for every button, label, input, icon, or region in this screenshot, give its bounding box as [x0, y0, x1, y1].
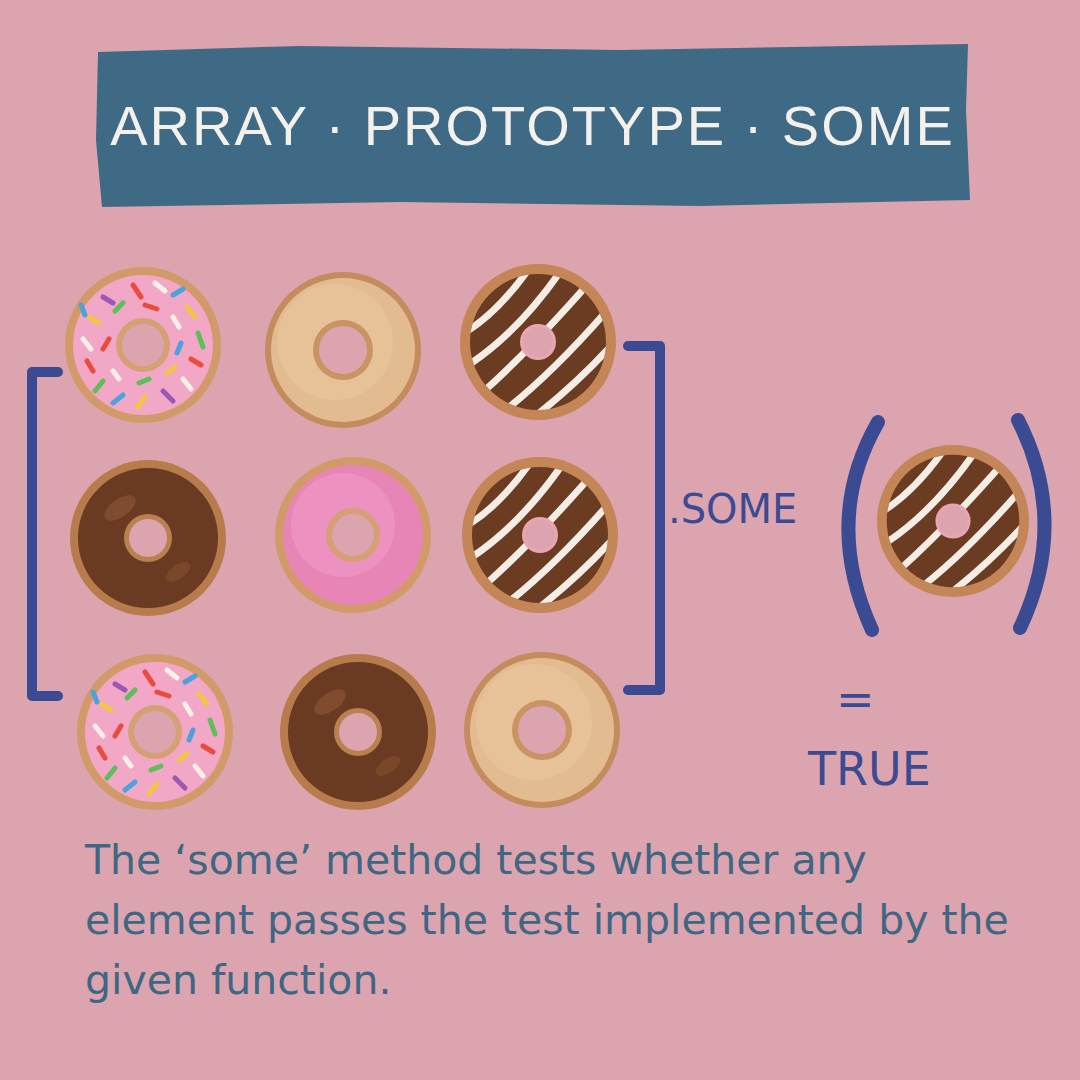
- drizzle-donut: [460, 264, 616, 420]
- title-banner: [96, 44, 970, 207]
- title-text: ARRAY · PROTOTYPE · SOME: [110, 91, 955, 161]
- equals-sign: =: [836, 672, 875, 726]
- sprinkle-donut: [77, 654, 233, 810]
- chocolate-donut: [280, 654, 436, 810]
- chocolate-donut: [70, 460, 226, 616]
- glazed-donut: [464, 652, 620, 808]
- drizzle-donut: [877, 445, 1029, 597]
- glazed-donut: [265, 272, 421, 428]
- pink-donut: [275, 457, 431, 613]
- method-name: .SOME: [668, 486, 797, 532]
- caption-text: The ‘some’ method tests whether any elem…: [85, 830, 1015, 1010]
- right-bracket: [628, 346, 660, 690]
- left-bracket: [32, 372, 58, 696]
- sprinkle-donut: [65, 267, 221, 423]
- left-parenthesis: [848, 422, 878, 630]
- result-value: TRUE: [808, 742, 931, 796]
- drizzle-donut: [462, 457, 618, 613]
